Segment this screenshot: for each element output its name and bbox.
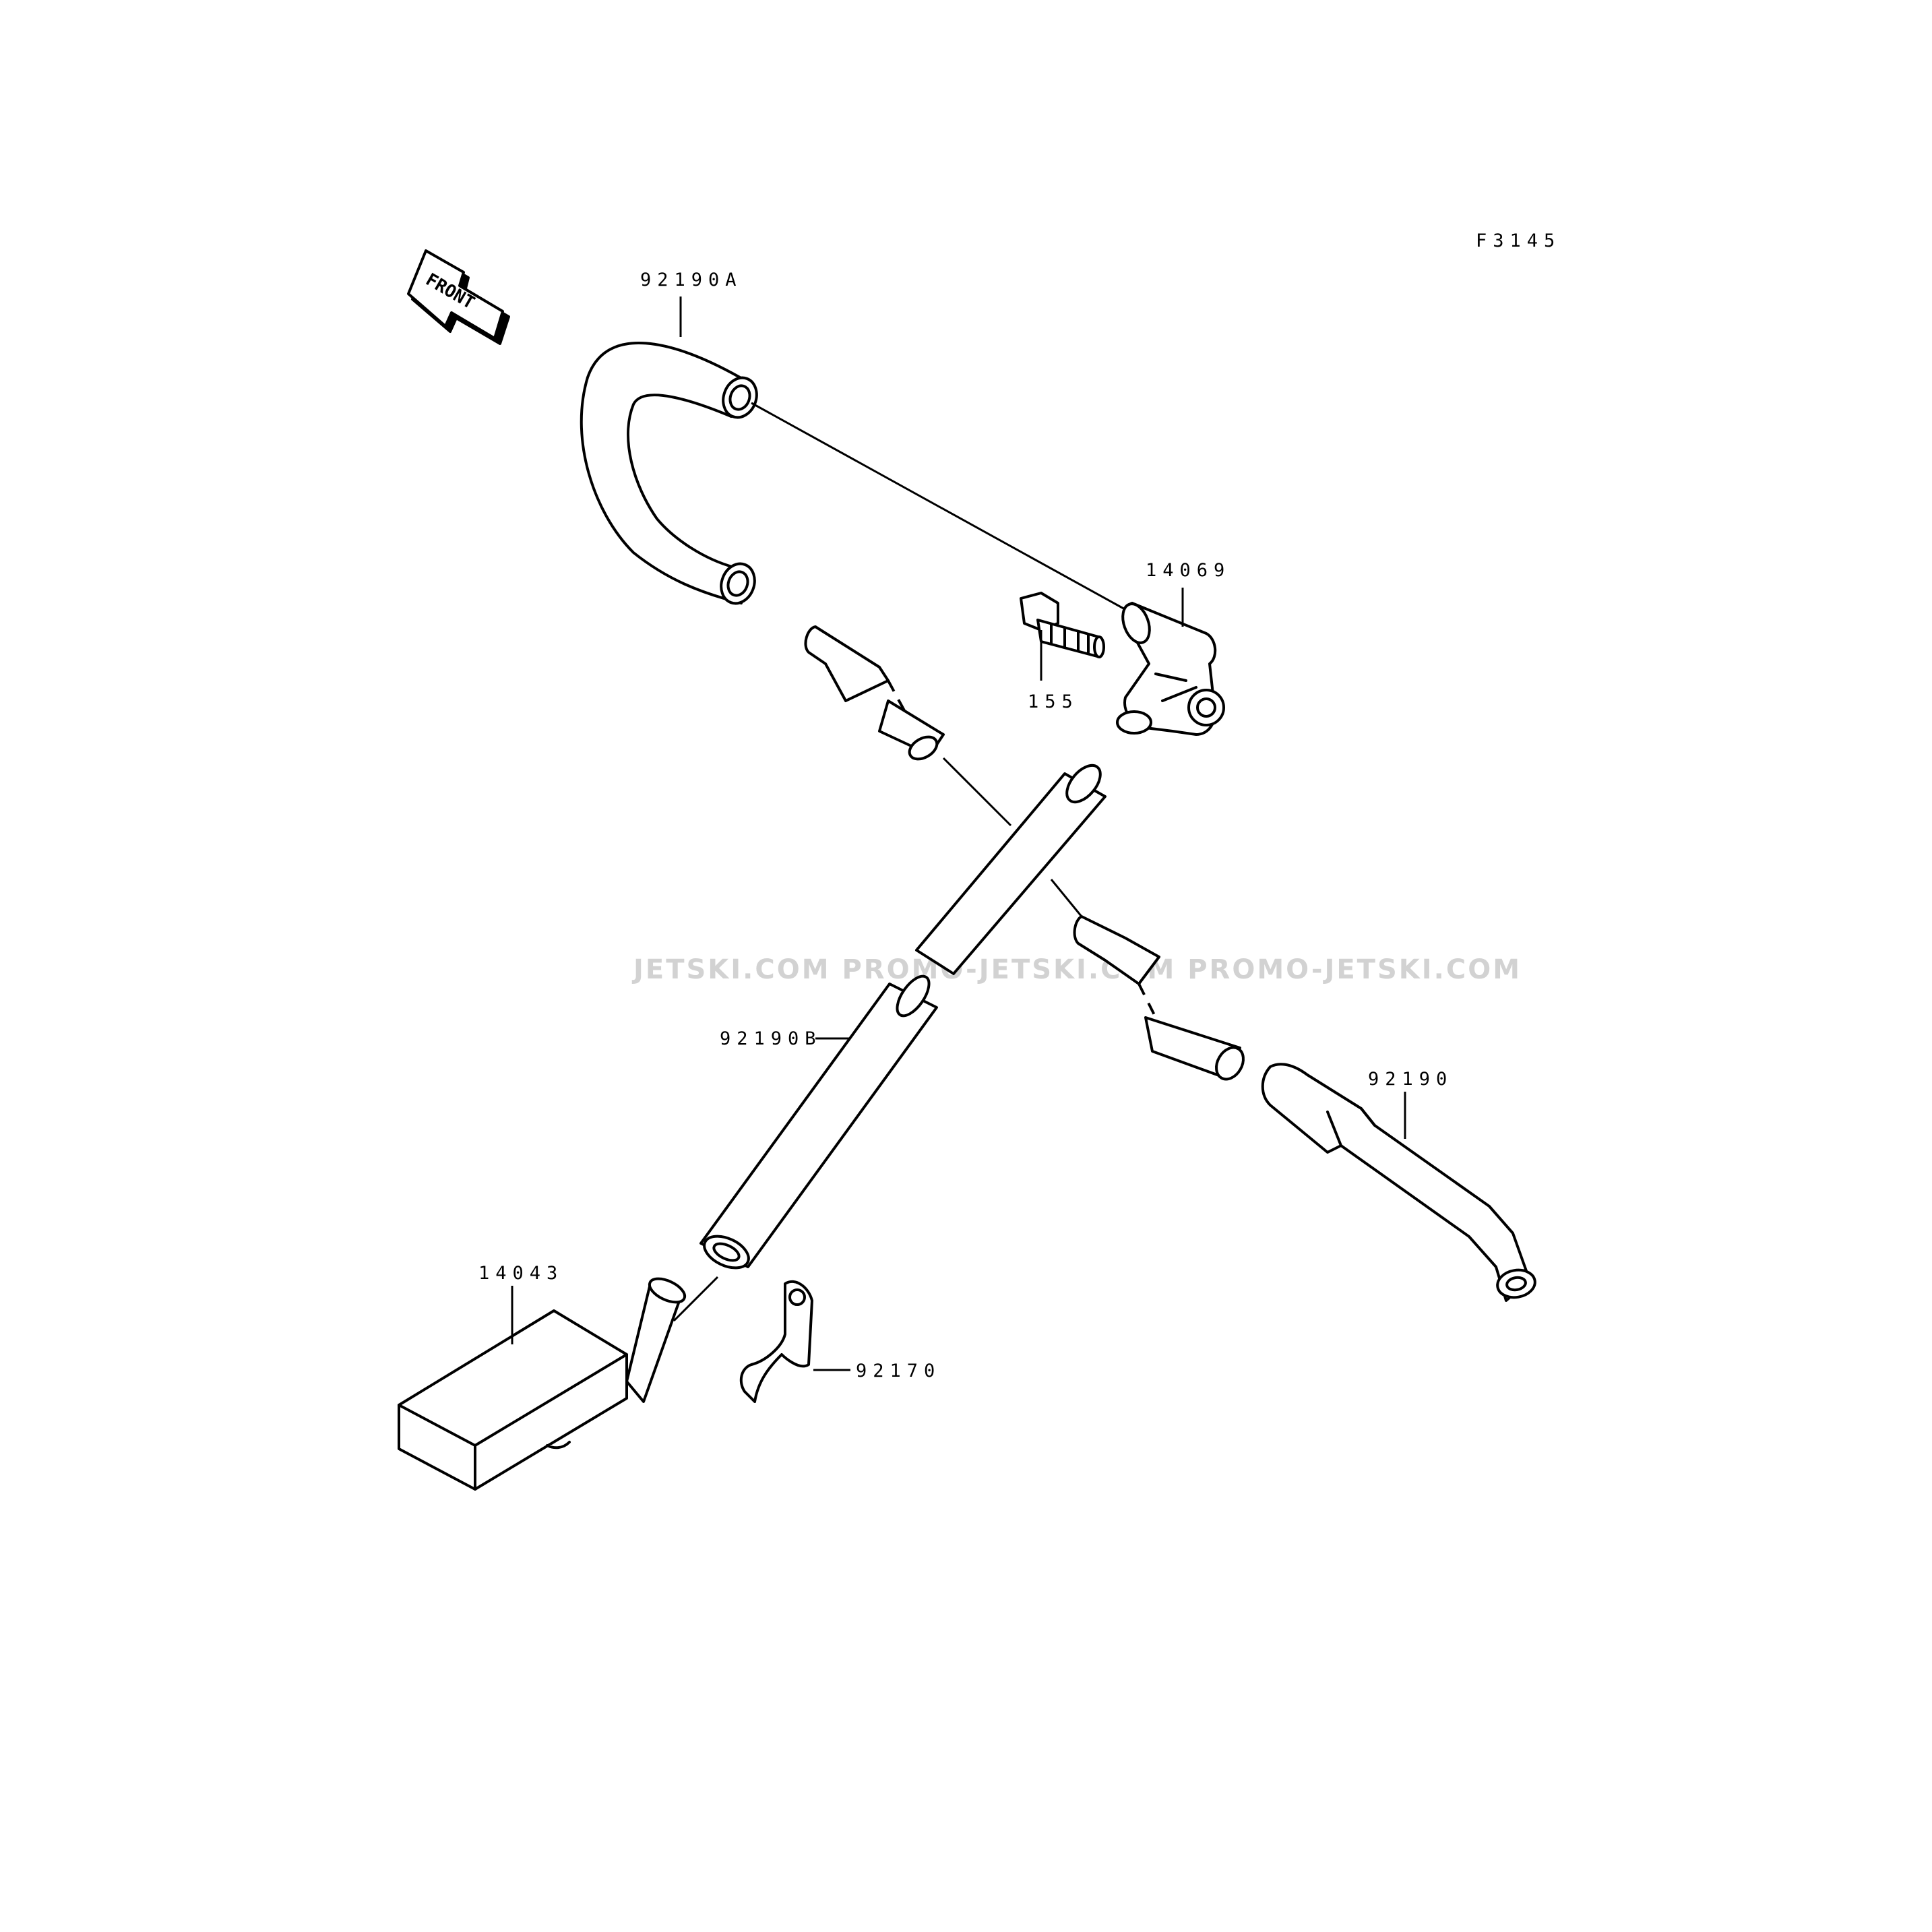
front-arrow-icon: FRONT xyxy=(407,249,510,345)
part-label: 92190 xyxy=(1368,1069,1453,1090)
part-label: 14069 xyxy=(1146,560,1230,581)
watermark-text: JETSKI.COM PROMO-JETSKI.COM PROMO-JETSKI… xyxy=(631,954,1522,985)
connector-line xyxy=(751,402,1133,615)
connector-line xyxy=(942,757,1012,827)
connector-line xyxy=(673,1276,719,1322)
part-92190-hose xyxy=(1261,1063,1536,1302)
part-hose-upper-left xyxy=(804,625,945,761)
part-14069-fitting xyxy=(1116,602,1225,736)
connector-line xyxy=(1050,879,1083,917)
part-155-bolt xyxy=(1020,592,1105,658)
part-label: 92190A xyxy=(640,270,743,290)
part-92170-clamp xyxy=(739,1280,813,1403)
part-hose-right-dashed xyxy=(1073,915,1245,1081)
diagram-code: F3145 xyxy=(1476,230,1561,251)
part-label: 155 xyxy=(1028,691,1079,712)
part-label: 92190B xyxy=(720,1028,822,1049)
part-label: 92170 xyxy=(856,1361,941,1381)
part-hose-center-upper xyxy=(915,764,1107,975)
part-14043-box xyxy=(398,1277,687,1491)
part-92190a-hose xyxy=(580,341,758,605)
part-label: 14043 xyxy=(478,1263,563,1284)
part-92190b-hose xyxy=(699,974,938,1270)
